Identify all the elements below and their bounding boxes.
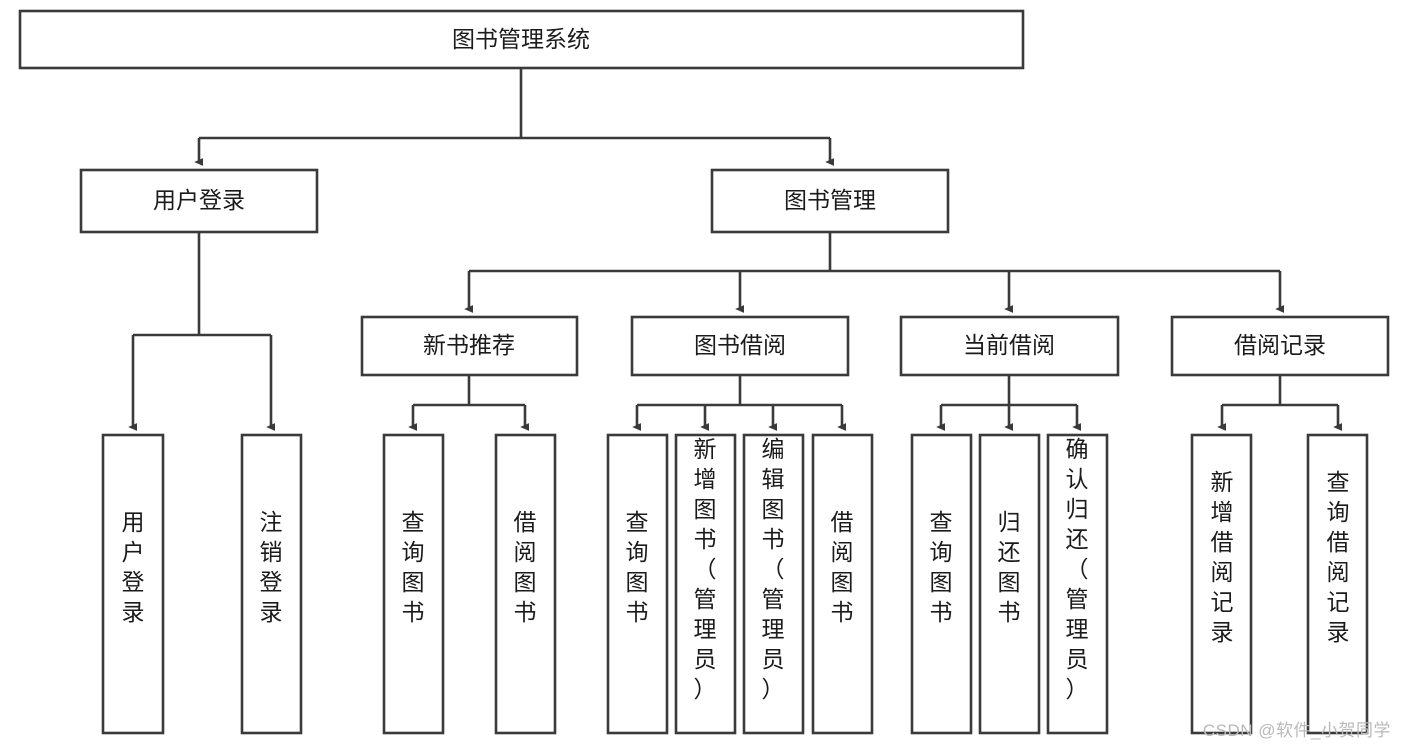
leaf-node[interactable]: 借阅图书 bbox=[494, 433, 557, 735]
connector-group-book-borrow-to-leaves bbox=[632, 375, 847, 431]
connector-group-borrow-record-to-leaves bbox=[1217, 375, 1343, 431]
leaf-node[interactable]: 新增借阅记录 bbox=[1190, 433, 1253, 735]
node-user-login-label: 用户登录 bbox=[153, 187, 245, 213]
leaf-node[interactable]: 注销登录 bbox=[240, 433, 303, 735]
node-new-book-recommend-label: 新书推荐 bbox=[423, 332, 515, 358]
connector-group-current-borrow-to-leaves bbox=[936, 375, 1082, 431]
node-borrow-record-label: 借阅记录 bbox=[1234, 332, 1326, 358]
leaf-node[interactable]: 归还图书 bbox=[978, 433, 1041, 735]
leaf-node[interactable]: 借阅图书 bbox=[811, 433, 874, 735]
leaf-cb-confirm-return-label: 确认归还（管理员） bbox=[1066, 436, 1089, 702]
leaf-cb-return-book-box[interactable] bbox=[978, 433, 1041, 735]
connector-group-root-to-level2 bbox=[194, 68, 835, 166]
leaf-br-query-record-box[interactable] bbox=[1306, 433, 1369, 735]
leaf-br-query-record-label: 查询借阅记录 bbox=[1327, 469, 1350, 645]
leaf-node[interactable]: 查询图书 bbox=[606, 433, 669, 735]
connector-group-user-login-to-leaves bbox=[128, 232, 276, 431]
leaf-br-add-record-box[interactable] bbox=[1190, 433, 1253, 735]
leaf-node[interactable]: 查询图书 bbox=[382, 433, 445, 735]
node-current-borrow-box[interactable] bbox=[899, 315, 1120, 377]
leaf-nb-borrow-book-label: 借阅图书 bbox=[514, 509, 537, 625]
node-new-book-recommend[interactable]: 新书推荐 bbox=[360, 315, 579, 377]
node-borrow-record[interactable]: 借阅记录 bbox=[1170, 315, 1390, 377]
leaf-bb-borrow-book-box[interactable] bbox=[811, 433, 874, 735]
leaf-cb-query-book-label: 查询图书 bbox=[930, 509, 953, 625]
leaf-nb-borrow-book-box[interactable] bbox=[494, 433, 557, 735]
leaf-bb-query-book-label: 查询图书 bbox=[626, 509, 649, 625]
leaf-bb-edit-book-box[interactable] bbox=[742, 433, 805, 735]
connector-group-book-management-to-level3 bbox=[464, 232, 1285, 313]
node-current-borrow[interactable]: 当前借阅 bbox=[899, 315, 1120, 377]
node-root-box[interactable] bbox=[18, 9, 1025, 70]
leaf-bb-query-book-box[interactable] bbox=[606, 433, 669, 735]
node-user-login-box[interactable] bbox=[79, 168, 319, 234]
connector-group-new-book-to-leaves bbox=[408, 375, 530, 431]
leaf-br-add-record-label: 新增借阅记录 bbox=[1211, 469, 1234, 645]
leaf-cb-return-book-label: 归还图书 bbox=[998, 509, 1021, 625]
node-book-management-box[interactable] bbox=[710, 168, 950, 234]
node-root-book-management-system[interactable]: 图书管理系统 bbox=[18, 9, 1025, 70]
leaf-node[interactable]: 查询借阅记录 bbox=[1306, 433, 1369, 735]
node-root-label: 图书管理系统 bbox=[452, 26, 590, 52]
leaf-bb-add-book-box[interactable] bbox=[674, 433, 737, 735]
leaf-node[interactable]: 新增图书（管理员） bbox=[674, 433, 737, 735]
node-book-borrow-label: 图书借阅 bbox=[694, 332, 786, 358]
leaf-node[interactable]: 确认归还（管理员） bbox=[1046, 433, 1109, 735]
leaf-node[interactable]: 查询图书 bbox=[910, 433, 973, 735]
node-user-login[interactable]: 用户登录 bbox=[79, 168, 319, 234]
leaf-user-login-label: 用户登录 bbox=[122, 509, 145, 625]
leaf-bb-borrow-book-label: 借阅图书 bbox=[831, 509, 854, 625]
node-current-borrow-label: 当前借阅 bbox=[963, 332, 1055, 358]
leaf-nb-query-book-box[interactable] bbox=[382, 433, 445, 735]
leaf-node[interactable]: 用户登录 bbox=[101, 433, 165, 735]
node-book-borrow[interactable]: 图书借阅 bbox=[630, 315, 850, 377]
leaf-bb-add-book-label: 新增图书（管理员） bbox=[694, 436, 717, 702]
leaf-user-login-box[interactable] bbox=[101, 433, 165, 735]
node-new-book-recommend-box[interactable] bbox=[360, 315, 579, 377]
leaf-node[interactable]: 编辑图书（管理员） bbox=[742, 433, 805, 735]
leaf-cb-query-book-box[interactable] bbox=[910, 433, 973, 735]
node-borrow-record-box[interactable] bbox=[1170, 315, 1390, 377]
leaf-bb-edit-book-label: 编辑图书（管理员） bbox=[762, 436, 785, 702]
leaf-logout-box[interactable] bbox=[240, 433, 303, 735]
node-book-borrow-box[interactable] bbox=[630, 315, 850, 377]
node-book-management[interactable]: 图书管理 bbox=[710, 168, 950, 234]
leaf-cb-confirm-return-box[interactable] bbox=[1046, 433, 1109, 735]
node-book-management-label: 图书管理 bbox=[784, 187, 876, 213]
leaf-nb-query-book-label: 查询图书 bbox=[402, 509, 425, 625]
leaf-logout-label: 注销登录 bbox=[260, 509, 283, 625]
